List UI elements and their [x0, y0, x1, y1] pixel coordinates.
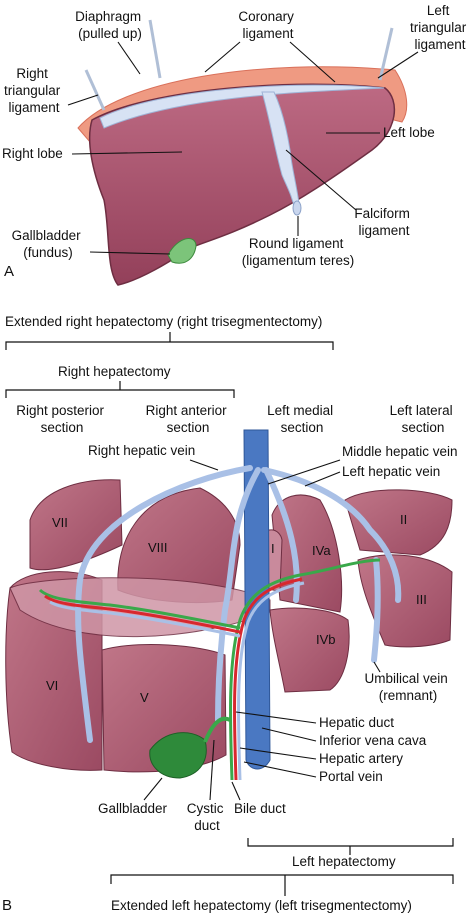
label-portal-vein: Portal vein [319, 769, 383, 784]
panel-b-letter: B [2, 897, 12, 914]
leader-gallbladder-fundus [89, 251, 171, 255]
leader-right-hepatic-vein [189, 459, 219, 471]
leader-falciform [285, 149, 357, 211]
segment-iii-shape [357, 554, 453, 648]
leader-coronary-1 [204, 41, 241, 73]
bracket-extended-left [110, 874, 454, 896]
leader-coronary-2 [289, 41, 336, 83]
gallbladder-shape [149, 732, 207, 779]
ligament-string-3 [378, 27, 394, 81]
label-right-hepatic-vein: Right hepatic vein [88, 443, 195, 458]
label-gallbladder: Gallbladder [98, 801, 168, 816]
panel-b-illustration [5, 429, 453, 781]
segment-ii-shape [344, 489, 453, 556]
segment-ivb-shape [269, 607, 350, 693]
leader-cystic-duct [209, 739, 215, 801]
segment-label-iii: III [416, 592, 427, 607]
bracket-left [247, 838, 454, 855]
label-right-lobe: Right lobe [2, 146, 63, 161]
section-left-lateral: Left lateral section [390, 403, 457, 435]
bracket-extended-right-label: Extended right hepatectomy (right triseg… [5, 314, 322, 329]
ligament-string-2 [84, 69, 106, 111]
leader-ivc [261, 727, 317, 742]
leader-right-lobe [71, 151, 183, 155]
label-hepatic-duct: Hepatic duct [319, 715, 394, 730]
coronary-ligament-band [99, 84, 385, 129]
portal-triad [38, 558, 381, 781]
label-bile-duct: Bile duct [234, 801, 286, 816]
leader-hepatic-artery [239, 747, 317, 760]
hepatic-veins [75, 465, 402, 743]
section-left-medial: Left medial section [267, 403, 337, 435]
label-left-lobe: Left lobe [383, 125, 435, 140]
bracket-right [5, 381, 235, 398]
leader-gallbladder [143, 777, 163, 801]
section-right-posterior: Right posterior section [16, 403, 108, 435]
leader-diaphragm [117, 41, 141, 75]
label-round-ligament: Round ligament (ligamentum teres) [242, 236, 355, 268]
leader-portal-vein [243, 761, 317, 778]
segment-label-ivb: IVb [316, 632, 336, 647]
segment-label-i: I [271, 541, 275, 556]
round-ligament-end [292, 200, 302, 216]
cystic-duct-shape [203, 716, 231, 743]
segment-label-viii: VIII [148, 540, 168, 555]
leader-middle-hepatic-vein [267, 459, 341, 485]
label-gallbladder-fundus: Gallbladder (fundus) [12, 228, 85, 260]
segment-label-vii: VII [52, 515, 68, 530]
leader-hepatic-duct [235, 711, 317, 724]
ligament-string-1 [148, 19, 162, 79]
label-ivc: Inferior vena cava [319, 733, 427, 748]
label-left-triangular-ligament: Left triangular ligament [410, 3, 470, 52]
segment-label-vi: VI [46, 678, 58, 693]
panel-a-letter: A [4, 263, 14, 280]
label-middle-hepatic-vein: Middle hepatic vein [342, 444, 458, 459]
bracket-extended-right [5, 332, 334, 350]
bracket-left-label: Left hepatectomy [292, 854, 396, 869]
gallbladder-fundus-shape [167, 238, 197, 264]
label-hepatic-artery: Hepatic artery [319, 751, 403, 766]
leader-umbilical-vein [373, 661, 381, 673]
segment-label-v: V [140, 690, 149, 705]
label-cystic-duct: Cystic duct [187, 801, 228, 833]
bracket-extended-left-label: Extended left hepatectomy (left trisegme… [111, 898, 412, 913]
leader-left-triangular [377, 51, 419, 79]
segment-vii-shape [29, 479, 123, 571]
leader-left-hepatic-vein [304, 471, 341, 487]
label-diaphragm: Diaphragm (pulled up) [75, 9, 145, 41]
label-left-hepatic-vein: Left hepatic vein [342, 464, 440, 479]
label-falciform-ligament: Falciform ligament [354, 206, 413, 238]
leader-right-triangular [67, 94, 99, 106]
segment-label-ii: II [400, 512, 407, 527]
bracket-right-label: Right hepatectomy [58, 364, 171, 379]
section-right-anterior: Right anterior section [146, 403, 231, 435]
leader-bile-duct [231, 781, 241, 801]
segment-label-iva: IVa [312, 543, 331, 558]
panel-a-illustration [77, 19, 408, 286]
label-umbilical-vein: Umbilical vein (remnant) [364, 671, 451, 703]
label-right-triangular-ligament: Right triangular ligament [4, 66, 64, 115]
label-coronary-ligament: Coronary ligament [238, 9, 297, 41]
